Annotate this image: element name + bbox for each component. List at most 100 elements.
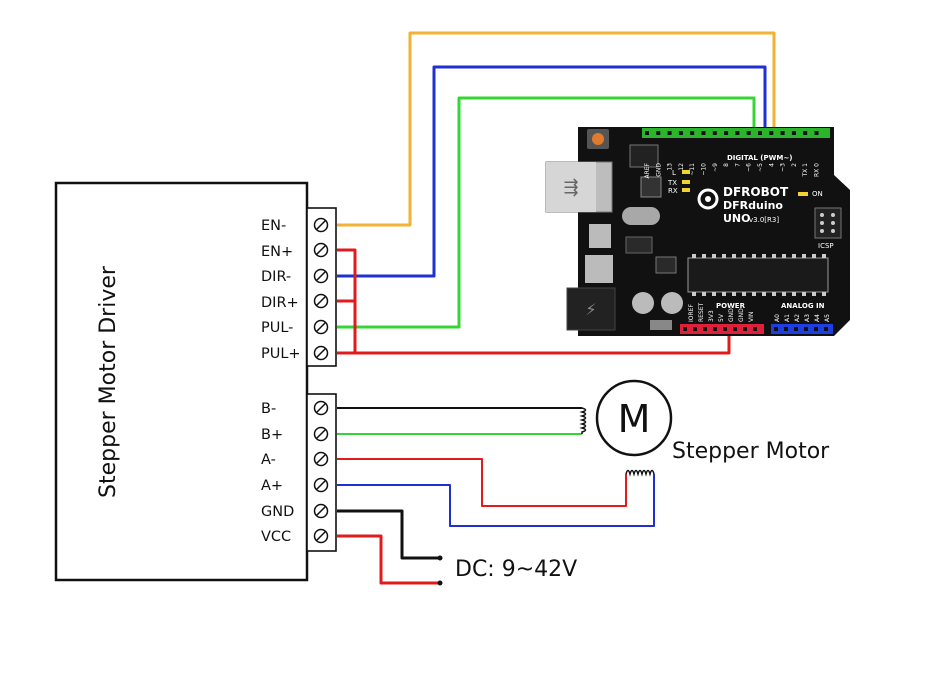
header-2x3: [629, 144, 659, 168]
chip-pin: [752, 292, 756, 296]
tx-led: [682, 180, 690, 184]
power-label: DC: 9~42V: [455, 557, 577, 582]
pin-label-en-minus: EN-: [261, 218, 286, 234]
header-pin: [723, 327, 727, 331]
l-label: L: [672, 169, 676, 177]
header-pin: [794, 327, 798, 331]
wire-a-plus: [337, 474, 655, 527]
analog-pin-label: A3: [804, 314, 811, 322]
power-pin-label: VIN: [748, 312, 755, 322]
analog-header-label: ANALOG IN: [781, 302, 825, 310]
header-pin: [804, 327, 808, 331]
tx-label: TX: [667, 179, 677, 187]
pin-label-b-plus: B+: [261, 427, 283, 443]
digital-pin-label: AREF: [644, 162, 651, 178]
header-pin: [724, 131, 729, 135]
driver-box: [54, 181, 309, 582]
wire-plus-red-bus: [337, 248, 357, 353]
header-pin: [712, 131, 717, 135]
l-led: [682, 170, 690, 174]
header-pin: [753, 327, 757, 331]
analog-pin-label: A2: [794, 314, 801, 322]
rx-led: [682, 188, 690, 192]
diode: [650, 320, 672, 330]
wires: [337, 31, 776, 585]
terminal-screw: [313, 345, 329, 361]
chip-pin: [722, 254, 726, 258]
header-pin: [701, 131, 706, 135]
pin-label-pul-plus: PUL+: [261, 346, 301, 362]
version-text: UNO: [723, 212, 751, 225]
header-pin: [814, 327, 818, 331]
power-pin-label: IOREF: [688, 304, 695, 322]
terminal-housing: [306, 393, 337, 552]
power-pin-label: 5V: [718, 313, 725, 322]
header-pin: [824, 327, 828, 331]
terminal-screws: [313, 217, 329, 544]
regulator-2: [585, 255, 613, 283]
header-pin: [713, 327, 717, 331]
digital-pin-label: ~11: [689, 163, 696, 176]
on-led: [798, 192, 808, 196]
terminal-screw: [313, 319, 329, 335]
pin-label-pul-minus: PUL-: [261, 320, 293, 336]
chip-pin: [692, 254, 696, 258]
dc-jack: [566, 287, 616, 331]
chip-pin: [712, 254, 716, 258]
small-chip-2: [655, 256, 677, 274]
crystal: [622, 207, 660, 225]
chip-pin: [772, 292, 776, 296]
icsp-label: ICSP: [818, 242, 834, 250]
icsp-header: [814, 207, 842, 239]
arduino-board: ⇶ ⚡ DF: [545, 127, 850, 336]
pin-label-a-plus: A+: [261, 478, 283, 494]
chip-pin: [762, 254, 766, 258]
digital-pin-label: ~6: [746, 163, 753, 172]
terminal-screw: [313, 242, 329, 258]
header-pin: [784, 327, 788, 331]
capacitor-2: [661, 292, 683, 314]
terminal-screw: [313, 268, 329, 284]
chip-pin: [742, 254, 746, 258]
analog-pin-label: A0: [774, 314, 781, 322]
chip-pin: [802, 254, 806, 258]
chip-pin: [722, 292, 726, 296]
chip-pin: [822, 292, 826, 296]
brand-text: DFROBOT: [723, 185, 789, 199]
header-pin: [791, 131, 796, 135]
power-header: [680, 324, 764, 334]
digital-pin-label: TX 1: [802, 163, 809, 178]
motor-letter: M: [618, 397, 651, 441]
power-pin-label: 3V3: [708, 310, 715, 322]
capacitor-1: [632, 292, 654, 314]
usb-connector-face: [546, 162, 596, 212]
driver-title: Stepper Motor Driver: [96, 265, 121, 498]
header-pin: [656, 131, 661, 135]
wire-pul-minus-green: [337, 96, 756, 329]
coil-a: [625, 469, 655, 477]
power-pin-label: RESET: [698, 302, 705, 322]
analog-header: [771, 324, 833, 334]
pin-label-b-minus: B-: [261, 401, 276, 417]
usb-chip: [640, 176, 662, 198]
pin-label-dir-plus: DIR+: [261, 295, 299, 311]
coil-b: [579, 407, 587, 434]
digital-pin-label: ~10: [701, 163, 708, 176]
motor-label: Stepper Motor: [672, 439, 830, 464]
pin-label-gnd: GND: [261, 504, 294, 520]
chip-pin: [782, 254, 786, 258]
terminal-screw: [313, 217, 329, 233]
analog-pin-label: A4: [814, 314, 821, 322]
chip-pin: [822, 254, 826, 258]
header-pin: [693, 327, 697, 331]
digital-pin-label: GND: [655, 163, 662, 177]
header-pin: [780, 131, 785, 135]
digital-pin-label: 13: [667, 163, 674, 171]
chip-pin: [812, 292, 816, 296]
analog-pin-label: A5: [824, 314, 831, 322]
header-pin: [733, 327, 737, 331]
terminal-screw: [313, 477, 329, 493]
small-chip: [625, 236, 653, 254]
